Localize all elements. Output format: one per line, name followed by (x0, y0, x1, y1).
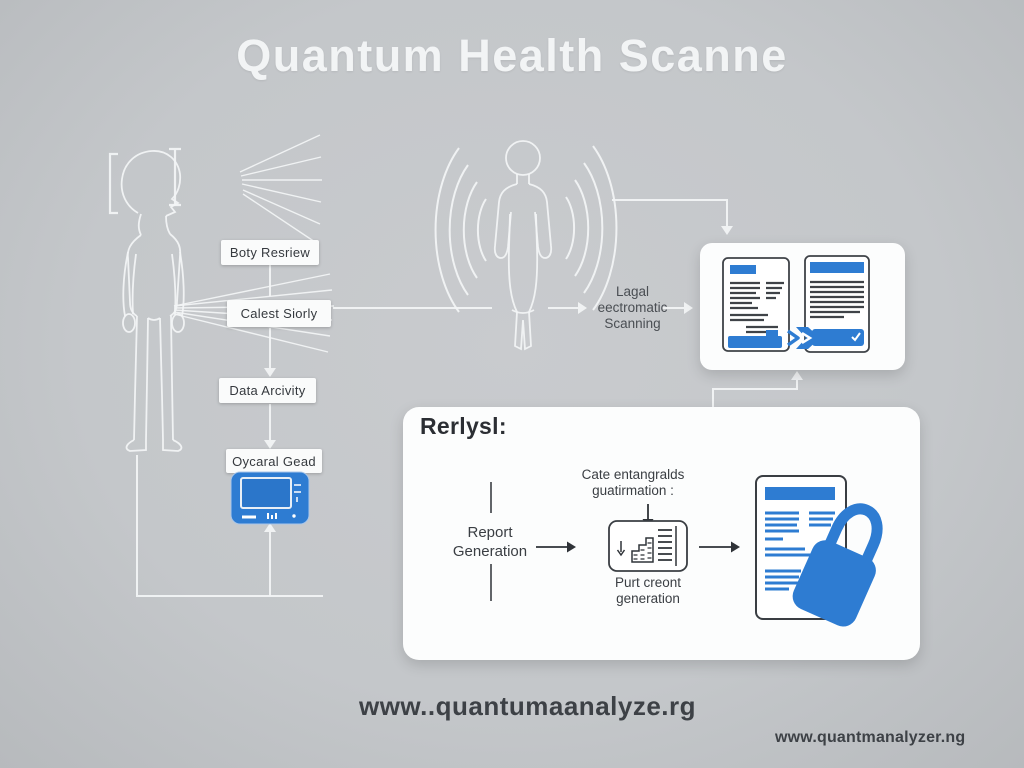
scanning-label-line3: Scanning (604, 316, 661, 331)
flow-step-2-box: Calest Siorly (227, 300, 331, 327)
flow-arrows (333, 199, 803, 407)
check-icon (851, 332, 861, 342)
chart-card-icon (608, 520, 688, 572)
verified-document-icon (786, 255, 870, 353)
lock-icon (792, 503, 883, 627)
documents-card (700, 243, 905, 370)
human-front-icon (493, 140, 553, 351)
scanner-device-icon (230, 471, 310, 525)
scanning-label-line2: eectromatic (597, 300, 668, 315)
primary-url: www..quantumaanalyze.rg (358, 691, 697, 721)
quantum-confirmation-label: Cate entangralds guatirmation : (553, 467, 713, 499)
scan-frame-brackets (108, 147, 181, 215)
human-side-profile-icon (120, 150, 185, 452)
quantum-confirmation-line2: guatirmation : (592, 483, 674, 498)
output-generation-line2: generation (616, 591, 680, 606)
scan-rays-icon (173, 273, 335, 353)
secondary-url: www.quantmanalyzer.ng (775, 729, 966, 746)
scan-rays-icon (239, 134, 322, 245)
panel-title: Rerlysl: (420, 413, 507, 439)
flow-step-3-box: Data Arcivity (219, 378, 316, 403)
report-generation-line1: Report (467, 524, 513, 541)
report-document-icon (722, 257, 790, 352)
flow-step-4-box: Oycaral Gead (226, 449, 322, 473)
output-generation-label: Purt creont generation (578, 575, 718, 607)
flow-step-4-label: Oycaral Gead (232, 453, 316, 469)
feedback-loop-line (136, 455, 323, 597)
quantum-confirmation-line1: Cate entangralds (581, 467, 685, 482)
page-title: Quantum Health Scanne (236, 30, 788, 81)
wave-arcs-icon (434, 145, 618, 313)
flow-step-1-label: Boty Resriew (229, 245, 311, 260)
analysis-panel: Rerlysl: Report Generation Cate entangra… (403, 407, 920, 660)
flow-step-2-label: Calest Siorly (240, 306, 318, 321)
output-generation-line1: Purt creont (614, 575, 682, 590)
flow-step-1-box: Boty Resriew (221, 240, 319, 265)
report-generation-label: Report Generation (425, 523, 555, 561)
scanning-label-line1: Lagal (615, 284, 650, 299)
report-generation-line2: Generation (452, 543, 528, 560)
scanning-label: Lagal eectromatic Scanning (570, 284, 695, 332)
flow-step-3-label: Data Arcivity (229, 383, 306, 398)
chevron-right-icon (786, 329, 800, 347)
flow-arrows (264, 265, 276, 449)
